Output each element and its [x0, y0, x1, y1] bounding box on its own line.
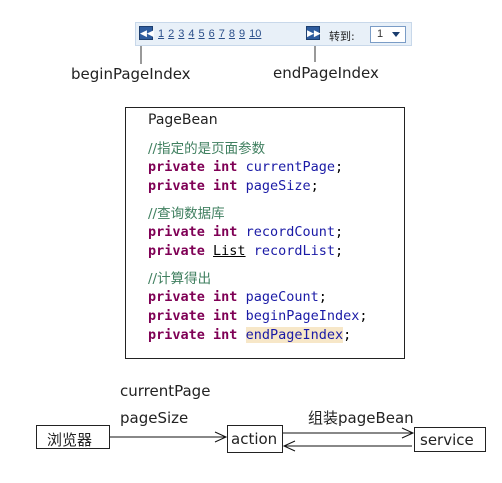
field-name: recordCount: [245, 224, 335, 240]
pager-bar: ◀◀ 1 2 3 4 5 6 7 8 9 10 ▶▶ 转到: 1: [135, 22, 412, 46]
page-select[interactable]: 1: [370, 26, 406, 43]
keyword-private: private: [148, 289, 205, 305]
semicolon: ;: [359, 308, 368, 324]
semicolon: ;: [310, 178, 319, 194]
comment-line-params: //指定的是页面参数: [148, 137, 265, 157]
arrow-head-icon: [282, 440, 296, 452]
semicolon: ;: [334, 243, 344, 259]
assemble-pagebean-label: 组装pageBean: [308, 409, 414, 427]
param-current-page: currentPage: [120, 382, 211, 400]
field-line-begin-page-index: private int beginPageIndex;: [148, 308, 368, 324]
comment-line-computed: //计算得出: [148, 267, 211, 287]
keyword-int: int: [213, 159, 238, 175]
field-line-page-size: private int pageSize;: [148, 178, 319, 194]
first-page-icon[interactable]: ◀◀: [139, 26, 154, 40]
begin-page-index-label: beginPageIndex: [71, 65, 191, 83]
page-link[interactable]: 7: [218, 28, 225, 40]
semicolon: ;: [334, 224, 344, 240]
field-name: pageSize: [245, 178, 311, 194]
comment-text: //查询数据库: [148, 206, 225, 222]
field-line-record-list: private List recordList;: [148, 243, 343, 259]
page-link[interactable]: 2: [168, 28, 175, 40]
field-name: currentPage: [245, 159, 335, 175]
field-name: beginPageIndex: [245, 308, 360, 324]
field-line-page-count: private int pageCount;: [148, 289, 327, 305]
semicolon: ;: [334, 159, 344, 175]
action-box: action: [227, 425, 283, 453]
field-name: pageCount: [245, 289, 319, 305]
keyword-int: int: [213, 224, 238, 240]
semicolon: ;: [343, 327, 352, 343]
page-link[interactable]: 10: [249, 28, 262, 40]
keyword-private: private: [148, 327, 205, 343]
param-page-size: pageSize: [120, 409, 189, 427]
comment-text: //计算得出: [148, 271, 212, 287]
field-line-end-page-index: private int endPageIndex;: [148, 327, 351, 343]
field-line-current-page: private int currentPage;: [148, 159, 343, 175]
keyword-private: private: [148, 308, 205, 324]
page-link[interactable]: 1: [158, 28, 165, 40]
arrow-head-icon: [214, 431, 228, 443]
comment-line-database: //查询数据库: [148, 202, 225, 222]
keyword-int: int: [213, 308, 238, 324]
service-box: service: [414, 427, 486, 452]
action-label: action: [231, 430, 278, 448]
page-number-list: 1 2 3 4 5 6 7 8 9 10: [158, 28, 261, 44]
page-link[interactable]: 4: [188, 28, 195, 40]
field-line-record-count: private int recordCount;: [148, 224, 343, 240]
keyword-private: private: [148, 243, 205, 259]
browser-label: 浏览器: [47, 431, 93, 449]
semicolon: ;: [318, 289, 327, 305]
arrow-head-icon: [401, 427, 415, 439]
page-select-value: 1: [377, 28, 384, 40]
type-list: List: [213, 243, 246, 259]
keyword-private: private: [148, 178, 205, 194]
browser-box: 浏览器: [36, 425, 110, 449]
end-page-index-label: endPageIndex: [273, 64, 379, 82]
keyword-int: int: [213, 327, 238, 343]
keyword-int: int: [213, 178, 238, 194]
comment-text: //指定的是页面参数: [148, 141, 266, 157]
keyword-private: private: [148, 224, 205, 240]
field-name: recordList: [253, 243, 335, 259]
page-link[interactable]: 3: [178, 28, 185, 40]
chevron-down-icon: [392, 32, 400, 37]
page-link[interactable]: 5: [198, 28, 205, 40]
last-page-icon[interactable]: ▶▶: [306, 26, 321, 40]
page-link[interactable]: 8: [228, 28, 235, 40]
page-link[interactable]: 9: [239, 28, 246, 40]
field-name-highlighted: endPageIndex: [245, 327, 344, 343]
keyword-private: private: [148, 159, 205, 175]
page-link[interactable]: 6: [208, 28, 215, 40]
keyword-int: int: [213, 289, 238, 305]
goto-label: 转到:: [329, 30, 355, 43]
pagebean-title: PageBean: [148, 112, 218, 128]
service-label: service: [420, 431, 474, 449]
pagebean-box: PageBean //指定的是页面参数 private int currentP…: [125, 107, 405, 359]
